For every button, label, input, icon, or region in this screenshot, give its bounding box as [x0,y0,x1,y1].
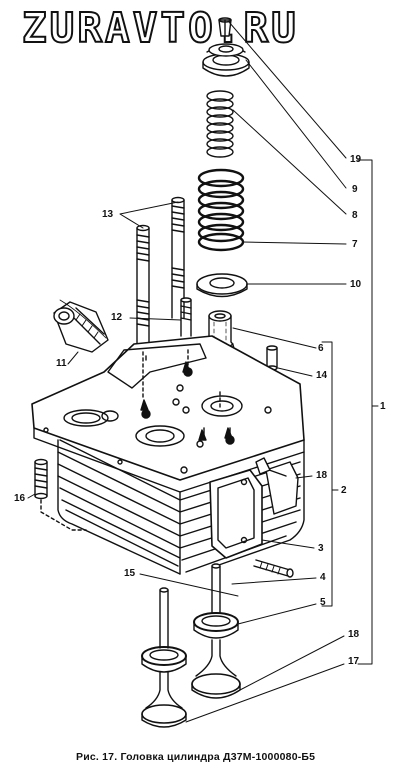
spring-plate [202,43,250,77]
valve-seat-inserts [141,612,239,673]
cylinder-head-body [31,335,305,578]
callout-4: 4 [320,572,326,583]
callout-19: 19 [350,154,362,165]
intake-exhaust-valves [141,563,241,728]
outer-spring [197,168,245,252]
callout-10: 10 [350,279,362,290]
callout-12: 12 [111,312,123,323]
long-studs [136,196,185,353]
callout-16: 16 [14,493,26,504]
spring-washer [196,273,248,298]
callout-7: 7 [352,239,358,250]
callout-1: 1 [380,401,386,412]
callout-2: 2 [341,485,347,496]
callout-3: 3 [318,543,324,554]
callout-11: 11 [56,358,67,369]
inner-spring [206,90,234,158]
callout-14: 14 [316,370,328,381]
watermark: ZURAVTO.RU [21,3,299,53]
callout-13: 13 [102,209,114,220]
threaded-nut [53,299,109,353]
callout-18-upper: 18 [316,470,328,481]
callout-6: 6 [318,343,324,354]
callout-18-lower: 18 [348,629,360,640]
figure-caption: Рис. 17. Головка цилиндра Д37М-1000080-Б… [76,751,316,763]
callout-8: 8 [352,210,358,221]
leader-lines [27,21,379,723]
callout-9: 9 [352,184,358,195]
valve-keepers [218,17,232,37]
callout-17: 17 [348,656,360,667]
threaded-pin [34,458,87,531]
callout-5: 5 [320,597,326,608]
callout-15: 15 [124,568,136,579]
